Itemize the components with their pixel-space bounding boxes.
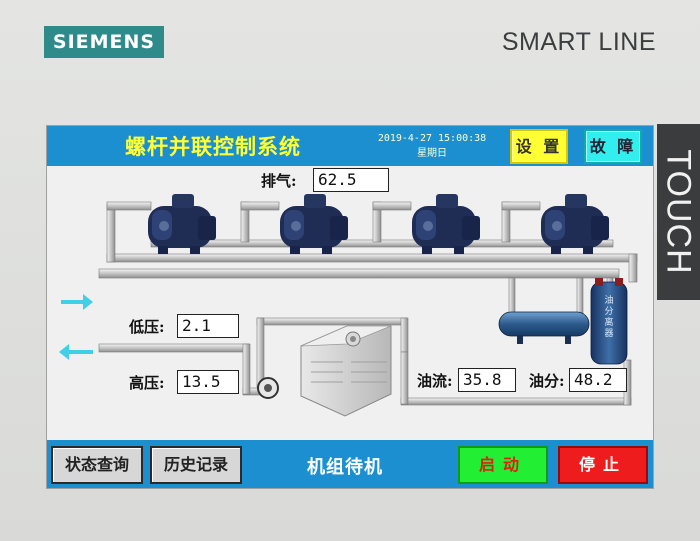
page-title: 螺杆并联控制系统 — [125, 134, 301, 159]
hmi-screen: 螺杆并联控制系统 2019-4-27 15:00:38 星期日 设 置 故 障 — [46, 125, 654, 489]
screen-header: 螺杆并联控制系统 2019-4-27 15:00:38 星期日 设 置 故 障 — [47, 126, 653, 166]
settings-button[interactable]: 设 置 — [510, 129, 568, 164]
pump-icon — [257, 377, 279, 399]
oil-separator-tank-text: 油分离器 — [604, 296, 614, 339]
oil-flow-value: 35.8 — [458, 368, 516, 392]
oil-separator-value: 48.2 — [569, 368, 627, 392]
flow-arrow-out-icon — [59, 344, 93, 360]
model-name: SMART LINE — [501, 28, 656, 56]
oil-separator-icon — [590, 278, 628, 365]
piping-diagram — [59, 194, 638, 417]
status-query-button[interactable]: 状态查询 — [51, 446, 143, 484]
flow-arrow-in-icon — [61, 294, 93, 310]
weekday-text: 星期日 — [417, 148, 447, 159]
fault-button[interactable]: 故 障 — [584, 129, 642, 164]
process-diagram: 油分离器 排气: 62.5 低压: 2.1 高压: 13.5 油流: 35.8 … — [47, 166, 653, 440]
touch-label: TOUCH — [659, 149, 698, 275]
start-button[interactable]: 启动 — [458, 446, 548, 484]
condenser-icon — [300, 325, 392, 417]
date-text: 2019-4-27 15:00:38 — [377, 133, 487, 144]
datetime-display: 2019-4-27 15:00:38 星期日 — [367, 131, 497, 161]
low-pressure-value: 2.1 — [177, 314, 239, 338]
high-pressure-value: 13.5 — [177, 370, 239, 394]
discharge-value: 62.5 — [313, 168, 389, 192]
screen-footer: 状态查询 历史记录 机组待机 启动 停止 — [47, 440, 653, 488]
history-button[interactable]: 历史记录 — [150, 446, 242, 484]
high-pressure-label: 高压: — [129, 374, 165, 392]
oil-flow-label: 油流: — [417, 372, 453, 390]
brand-logo: SIEMENS — [44, 26, 164, 58]
low-pressure-label: 低压: — [129, 318, 165, 336]
liquid-receiver-icon — [498, 311, 590, 344]
touch-badge — [657, 124, 700, 300]
discharge-label: 排气: — [261, 172, 297, 190]
stop-button[interactable]: 停止 — [558, 446, 648, 484]
oil-separator-label: 油分: — [529, 372, 565, 390]
unit-status-text: 机组待机 — [307, 457, 383, 478]
